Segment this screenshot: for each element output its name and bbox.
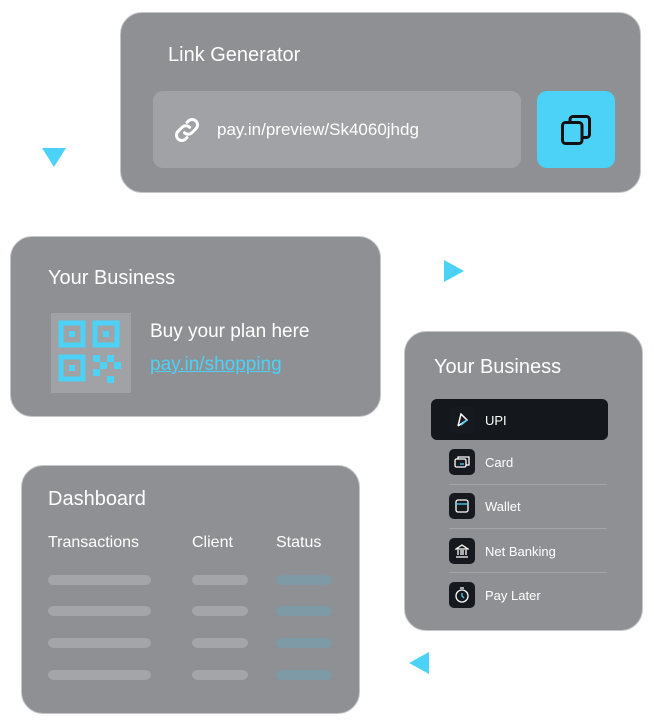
- triangle-down-decoration: [42, 148, 66, 167]
- placeholder-bar: [192, 575, 248, 585]
- business-qr-card: Your Business Buy your plan here pay.in/…: [10, 236, 381, 417]
- placeholder-bar: [48, 575, 151, 585]
- payment-method-label: UPI: [485, 412, 507, 428]
- column-header-client: Client: [192, 534, 233, 551]
- status-placeholder-bar: [276, 638, 332, 648]
- timer-icon: [449, 582, 475, 608]
- copy-button[interactable]: [537, 91, 615, 168]
- payment-method-net-banking[interactable]: Net Banking: [449, 529, 607, 573]
- link-icon: [175, 117, 199, 142]
- payment-method-label: Pay Later: [485, 587, 541, 603]
- copy-icon: [561, 114, 591, 145]
- card-title: Your Business: [434, 356, 562, 378]
- payment-method-upi-row[interactable]: UPI: [449, 398, 607, 442]
- column-header-transactions: Transactions: [48, 534, 139, 551]
- link-generator-card: Link Generator pay.in/preview/Sk4060jhdg: [120, 12, 641, 193]
- qr-code-icon: [51, 313, 131, 393]
- promo-text: Buy your plan here: [150, 321, 310, 342]
- placeholder-bar: [48, 606, 151, 616]
- placeholder-bar: [192, 606, 248, 616]
- wallet-icon: [449, 493, 475, 519]
- divider: [449, 572, 607, 573]
- status-placeholder-bar: [276, 606, 332, 616]
- upi-icon: [449, 407, 475, 433]
- card-title: Dashboard: [48, 488, 146, 510]
- payment-method-label: Net Banking: [485, 543, 556, 559]
- divider: [449, 528, 607, 529]
- payment-method-label: Wallet: [485, 498, 521, 514]
- placeholder-bar: [192, 638, 248, 648]
- card-title: Link Generator: [168, 44, 301, 66]
- status-placeholder-bar: [276, 575, 332, 585]
- payment-methods-card: Your Business UPI Card Wallet Net Bankin…: [404, 331, 643, 631]
- shopping-link[interactable]: pay.in/shopping: [150, 354, 282, 375]
- card-icon: [449, 449, 475, 475]
- placeholder-bar: [48, 638, 151, 648]
- placeholder-bar: [48, 670, 151, 680]
- link-field[interactable]: pay.in/preview/Sk4060jhdg: [153, 91, 521, 168]
- column-header-status: Status: [276, 534, 322, 551]
- dashboard-card: Dashboard Transactions Client Status: [21, 465, 360, 714]
- triangle-left-decoration: [409, 652, 429, 674]
- bank-icon: [449, 538, 475, 564]
- divider: [449, 484, 607, 485]
- placeholder-bar: [192, 670, 248, 680]
- link-url: pay.in/preview/Sk4060jhdg: [217, 119, 419, 139]
- payment-method-card[interactable]: Card: [449, 440, 607, 484]
- payment-method-wallet[interactable]: Wallet: [449, 484, 607, 528]
- payment-method-pay-later[interactable]: Pay Later: [449, 573, 607, 617]
- payment-method-label: Card: [485, 454, 514, 470]
- card-title: Your Business: [48, 267, 176, 289]
- status-placeholder-bar: [276, 670, 332, 680]
- triangle-right-decoration: [444, 260, 464, 282]
